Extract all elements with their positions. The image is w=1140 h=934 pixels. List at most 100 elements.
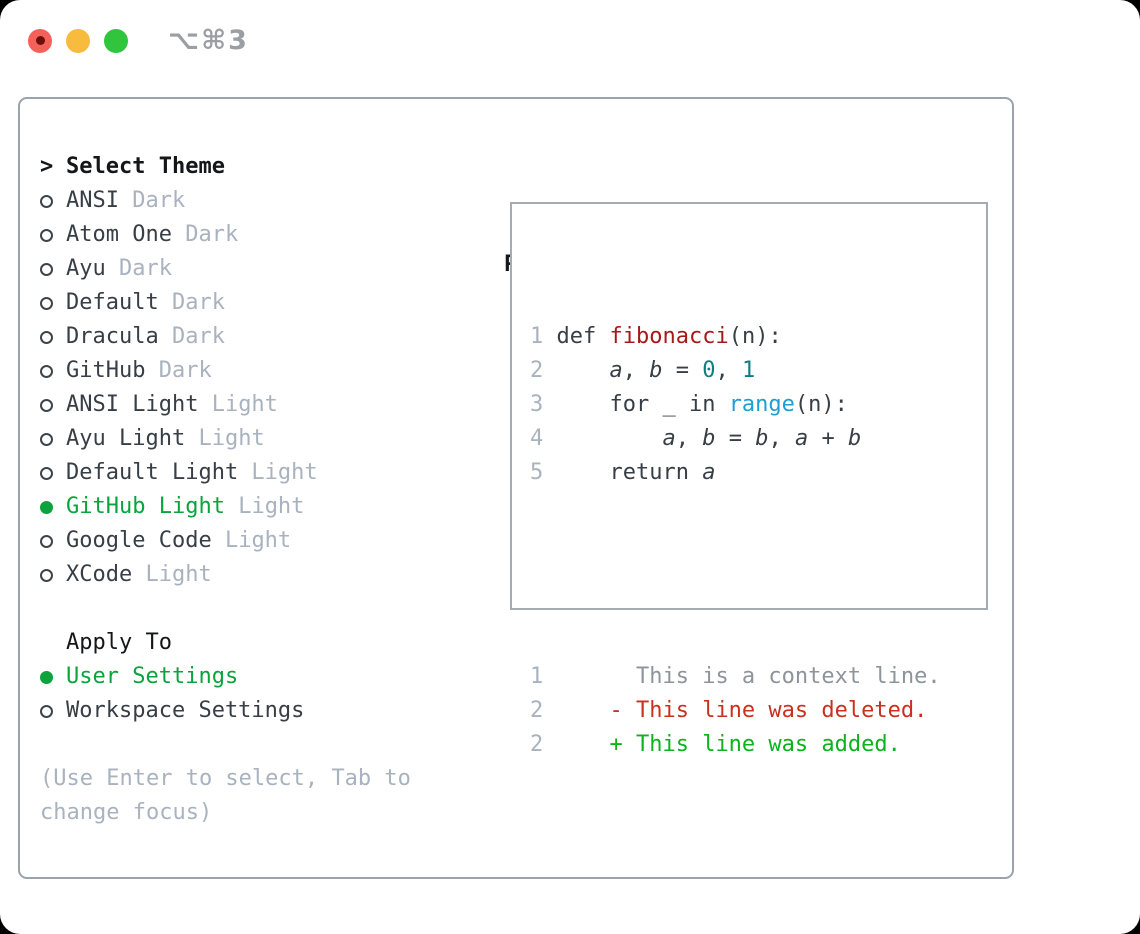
theme-name-label: Atom One (66, 222, 172, 247)
apply-option-label: Workspace Settings (66, 698, 305, 723)
diff-text: - This line was deleted. (556, 698, 928, 723)
code-token: a (702, 460, 716, 485)
theme-option-atom-one[interactable]: Atom One Dark (40, 218, 464, 252)
theme-name-label: GitHub Light (66, 494, 225, 519)
line-number: 5 (530, 460, 544, 485)
theme-name-label: Default Light (66, 460, 239, 485)
radio-icon (40, 228, 66, 242)
spacer (40, 728, 464, 762)
code-line: 2 a, b = 0, 1 (530, 354, 986, 388)
diff-line-added: 2 + This line was added. (530, 728, 986, 762)
code-token: , (675, 426, 703, 451)
code-token: = (715, 426, 756, 451)
theme-variant-label: Dark (105, 256, 172, 281)
radio-unselected-icon (40, 704, 53, 718)
code-token: fibonacci (609, 324, 729, 349)
code-token: b (702, 426, 716, 451)
line-number: 1 (530, 664, 544, 689)
theme-variant-label: Light (238, 460, 318, 485)
select-theme-header: > Select Theme (40, 150, 464, 184)
select-theme-title: Select Theme (66, 154, 225, 179)
theme-option-xcode[interactable]: XCode Light (40, 558, 464, 592)
close-button[interactable] (28, 28, 52, 53)
line-number: 4 (530, 426, 544, 451)
radio-icon (40, 330, 66, 344)
theme-variant-label: Light (185, 426, 265, 451)
theme-option-default[interactable]: Default Dark (40, 286, 464, 320)
code-token: b (755, 426, 769, 451)
theme-option-default-light[interactable]: Default Light Light (40, 456, 464, 490)
theme-option-github-light[interactable]: GitHub Light Light (40, 490, 464, 524)
code-token: = (662, 358, 703, 383)
maximize-button[interactable] (104, 28, 128, 53)
radio-unselected-icon (40, 296, 53, 310)
code-token: 0 (702, 358, 716, 383)
radio-unselected-icon (40, 330, 53, 344)
theme-option-google-code[interactable]: Google Code Light (40, 524, 464, 558)
radio-icon (40, 670, 66, 684)
code-token: , (715, 358, 742, 383)
minimize-button[interactable] (66, 28, 90, 53)
radio-unselected-icon (40, 194, 53, 208)
theme-option-ayu[interactable]: Ayu Dark (40, 252, 464, 286)
theme-variant-label: Dark (158, 290, 225, 315)
apply-to-header: Apply To (40, 626, 464, 660)
radio-unselected-icon (40, 534, 53, 548)
theme-variant-label: Light (211, 528, 292, 553)
theme-option-dracula[interactable]: Dracula Dark (40, 320, 464, 354)
line-number: 2 (530, 732, 544, 757)
theme-variant-label: Dark (145, 358, 212, 383)
code-token: for _ in (556, 392, 729, 417)
radio-unselected-icon (40, 568, 53, 582)
code-token (557, 358, 610, 383)
code-token: b (847, 426, 862, 451)
help-text: (Use Enter to select, Tab to change focu… (40, 766, 411, 825)
radio-selected-icon (40, 670, 53, 684)
theme-name-label: Ayu Light (66, 426, 186, 451)
diff-line-context: 1 This is a context line. (530, 660, 986, 694)
theme-name-label: Default (66, 290, 159, 315)
spacer (40, 592, 464, 626)
window-title: ⌥⌘3 (168, 25, 249, 56)
code-line: 1 def fibonacci(n): (530, 320, 986, 354)
cursor-icon: > (40, 154, 54, 179)
theme-variant-label: Light (224, 494, 305, 519)
code-token: a (609, 358, 623, 383)
code-token: (n): (794, 392, 848, 417)
radio-icon (40, 466, 66, 480)
code-line: 5 return a (530, 456, 986, 490)
code-token: + (808, 426, 848, 451)
theme-variant-label: Dark (118, 188, 186, 213)
radio-icon (40, 364, 66, 378)
theme-name-label: ANSI (66, 188, 119, 213)
radio-icon (40, 432, 66, 446)
theme-option-ansi-light[interactable]: ANSI Light Light (40, 388, 464, 422)
theme-option-github[interactable]: GitHub Dark (40, 354, 464, 388)
theme-variant-label: Light (132, 562, 212, 587)
code-token: 1 (741, 358, 756, 383)
code-token: a (794, 426, 809, 451)
line-number: 2 (530, 698, 544, 723)
spacer (530, 558, 986, 592)
apply-option-workspace-settings[interactable]: Workspace Settings (40, 694, 464, 728)
theme-variant-label: Dark (171, 222, 239, 247)
radio-unselected-icon (40, 432, 53, 446)
apply-option-user-settings[interactable]: User Settings (40, 660, 464, 694)
radio-icon (40, 296, 66, 310)
radio-unselected-icon (40, 364, 53, 378)
radio-unselected-icon (40, 228, 53, 242)
theme-name-label: Dracula (66, 324, 159, 349)
diff-sample: 1 This is a context line. 2 - This line w… (530, 660, 986, 762)
code-token: return (556, 460, 703, 485)
code-token: (n): (728, 324, 782, 349)
theme-name-label: ANSI Light (66, 392, 199, 417)
theme-option-ansi[interactable]: ANSI Dark (40, 184, 464, 218)
theme-option-ayu-light[interactable]: Ayu Light Light (40, 422, 464, 456)
diff-text: + This line was added. (556, 732, 901, 757)
